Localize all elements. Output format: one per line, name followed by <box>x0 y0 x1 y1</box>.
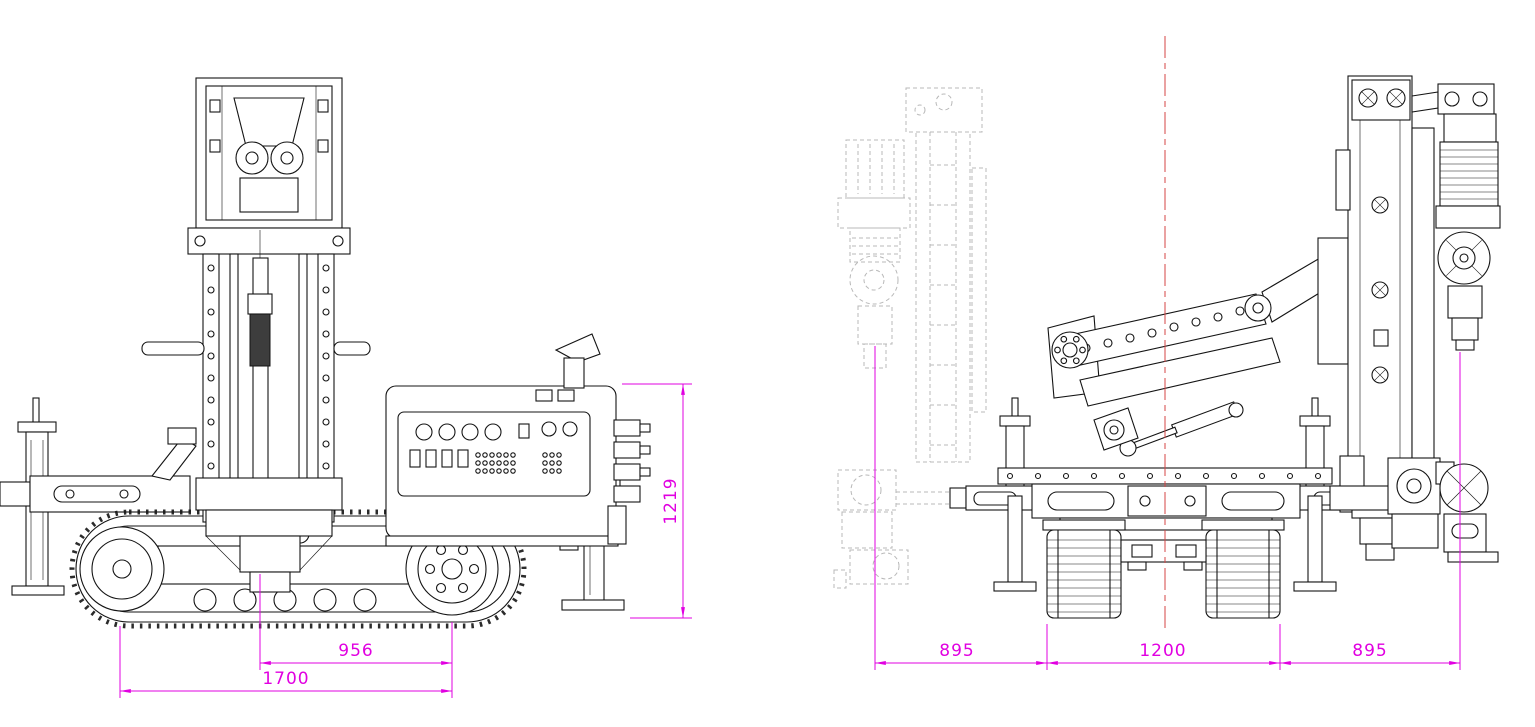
undercarriage-center <box>1120 539 1207 571</box>
side-view <box>0 77 651 629</box>
dim-text-1219: 1219 <box>661 477 681 524</box>
dimensions: 1219 956 1700 895 1200 895 <box>119 346 1461 698</box>
motor-fins <box>1439 141 1499 207</box>
dim-text-1700: 1700 <box>262 669 309 689</box>
crown-block <box>233 97 305 147</box>
dim-text-956: 956 <box>338 641 373 661</box>
gauge <box>562 421 578 437</box>
gauge <box>438 423 456 441</box>
dim-text-left-895: 895 <box>939 641 974 661</box>
dim-width-1700: 1700 <box>119 626 452 698</box>
right-drive-assembly <box>1329 457 1499 563</box>
valve-block <box>607 419 651 545</box>
mast-front <box>1317 75 1435 561</box>
bolt-icon <box>1386 88 1406 108</box>
front-outrigger-left <box>949 397 1039 592</box>
dim-center-1200: 1200 <box>1047 624 1281 670</box>
front-view <box>833 36 1501 628</box>
dim-width-956: 956 <box>259 574 453 698</box>
bolt-icon <box>1358 88 1378 108</box>
left-outrigger <box>0 397 197 596</box>
idler-wheel <box>79 526 165 612</box>
gauge <box>541 421 557 437</box>
sheave-wheel <box>1437 231 1491 285</box>
dim-text-right-895: 895 <box>1352 641 1387 661</box>
dim-height-1219: 1219 <box>622 383 692 619</box>
gauge <box>484 423 502 441</box>
engine-unit <box>385 333 619 547</box>
gauge <box>415 423 433 441</box>
boom-assembly <box>1047 257 1335 457</box>
tilt-cylinder-barrel <box>1170 401 1240 438</box>
left-track-front <box>1042 519 1126 619</box>
dim-text-1200: 1200 <box>1139 641 1186 661</box>
control-panel <box>397 411 591 497</box>
mast <box>141 77 371 593</box>
gauge <box>461 423 479 441</box>
dim-right-895: 895 <box>1280 352 1461 670</box>
phantom-mast-position <box>833 87 1000 589</box>
dim-left-895: 895 <box>874 346 1048 670</box>
right-track-front <box>1201 519 1285 619</box>
drill-head <box>1411 83 1501 351</box>
platform-arm-right <box>333 341 371 356</box>
platform-arm-left <box>141 341 205 356</box>
